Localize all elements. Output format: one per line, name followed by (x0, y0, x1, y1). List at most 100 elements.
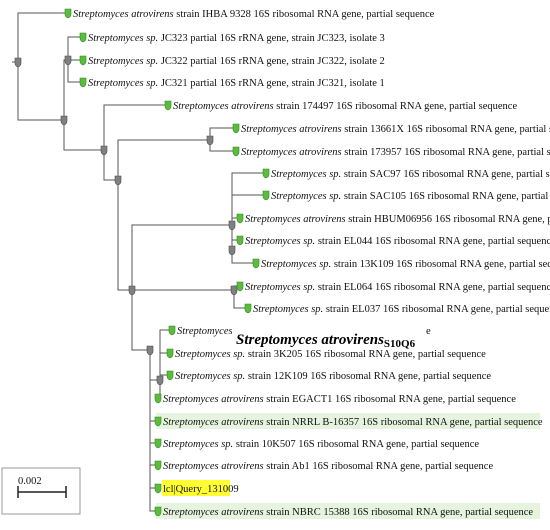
leaf-label-detail: strain IHBA 9328 16S ribosomal RNA gene,… (174, 9, 435, 20)
leaf-label-species: Streptomyces atrovirens (241, 147, 342, 158)
leaf-label-l7: Streptomyces atrovirens strain 173957 16… (241, 147, 550, 158)
branch-a-l1 (17, 12, 68, 62)
internal-node-k (156, 375, 164, 386)
leaf-label-l11: Streptomyces sp. strain EL044 16S riboso… (245, 236, 550, 247)
leaf-label-detail: strain EGACT1 16S ribosomal RNA gene, pa… (264, 394, 517, 405)
leaf-label-l6: Streptomyces atrovirens strain 13661X 16… (241, 124, 550, 135)
scale-bar: 0.002 (1, 467, 81, 515)
row-highlight-l19 (156, 413, 540, 429)
leaf-label-species: Streptomyces sp. (253, 304, 323, 315)
internal-node-g (128, 285, 136, 296)
internal-node-j (230, 285, 238, 296)
overlay-label-species: Streptomyces atrovirens (236, 332, 384, 348)
leaf-label-species: Streptomyces sp. (163, 439, 233, 450)
leaf-node-l20 (154, 438, 162, 449)
leaf-label-detail: strain NRRL B-16357 16S ribosomal RNA ge… (264, 417, 543, 428)
leaf-node-l14 (244, 303, 252, 314)
leaf-label-species: Streptomyces (177, 326, 233, 337)
leaf-label-detail: JC322 partial 16S rRNA gene, strain JC32… (158, 56, 385, 67)
leaf-node-l4 (79, 77, 87, 88)
internal-node-h (228, 220, 236, 231)
leaf-label-detail: strain EL064 16S ribosomal RNA gene, par… (315, 282, 550, 293)
branch-g-m (131, 290, 150, 351)
leaf-label-detail: strain 13661X 16S ribosomal RNA gene, pa… (342, 124, 550, 135)
leaf-label-detail: strain 13K109 16S ribosomal RNA gene, pa… (331, 259, 550, 270)
branch-e-f (117, 139, 210, 180)
leaf-label-species: Streptomyces atrovirens (163, 507, 264, 518)
branch-e-g (117, 180, 132, 291)
leaf-label-species: Streptomyces atrovirens (73, 9, 174, 20)
leaf-label-species: Streptomyces sp. (88, 33, 158, 44)
svg-text:Streptomyces atrovirensS10Q6: Streptomyces atrovirensS10Q6 (236, 332, 416, 350)
leaf-label-species: Streptomyces sp. (175, 371, 245, 382)
leaf-node-l21 (154, 460, 162, 471)
leaf-label-species: Streptomyces atrovirens (163, 417, 264, 428)
leaf-node-l8 (262, 168, 270, 179)
leaf-label-detail: strain 12K109 16S ribosomal RNA gene, pa… (245, 371, 491, 382)
leaf-label-l17: Streptomyces sp. strain 12K109 16S ribos… (175, 371, 491, 382)
leaf-label-detail: JC323 partial 16S rRNA gene, strain JC32… (158, 33, 385, 44)
leaf-label-detail: strain 173957 16S ribosomal RNA gene, pa… (342, 147, 550, 158)
leaf-node-l13 (236, 281, 244, 292)
branch-f-l7 (209, 140, 236, 152)
branch-k-l16 (159, 352, 170, 380)
leaf-label-l23: Streptomyces atrovirens strain NBRC 1538… (163, 507, 533, 518)
leaf-label-species: Streptomyces sp. (261, 259, 331, 270)
leaf-node-l17 (166, 370, 174, 381)
leaf-label-detail: strain Ab1 16S ribosomal RNA gene, parti… (264, 461, 494, 472)
leaf-label-species: Streptomyces sp. (245, 282, 315, 293)
leaf-label-l18: Streptomyces atrovirens strain EGACT1 16… (163, 394, 516, 405)
leaf-label-species: Streptomyces sp. (175, 349, 245, 360)
leaf-label-detail: strain HBUM06956 16S ribosomal RNA gene,… (346, 214, 550, 225)
leaf-label-l22: lcl|Query_131009 (163, 484, 239, 495)
leaf-label-l20: Streptomyces sp. strain 10K507 16S ribos… (163, 439, 479, 450)
branch-a-c (17, 62, 64, 121)
internal-node-b (64, 55, 72, 66)
leaf-label-l12: Streptomyces sp. strain 13K109 16S ribos… (261, 259, 550, 270)
branch-c-b (63, 59, 68, 120)
leaf-node-l18 (154, 393, 162, 404)
leaf-node-l16 (166, 348, 174, 359)
internal-node-e (114, 175, 122, 186)
leaf-label-l19: Streptomyces atrovirens strain NRRL B-16… (163, 417, 543, 428)
branch-c-d (63, 120, 104, 151)
leaf-label-detail: lcl|Query_131009 (163, 484, 239, 495)
leaf-label-detail: strain EL044 16S ribosomal RNA gene, par… (315, 236, 550, 247)
leaf-label-detail: strain SAC105 16S ribosomal RNA gene, pa… (341, 191, 550, 202)
branch-d-l5 (103, 104, 168, 150)
leaf-node-l23 (154, 506, 162, 517)
internal-node-a (14, 57, 22, 68)
leaf-label-detail: strain NBRC 15388 16S ribosomal RNA gene… (264, 507, 534, 518)
leaf-label-species: Streptomyces sp. (88, 78, 158, 89)
leaf-label-l13: Streptomyces sp. strain EL064 16S riboso… (245, 282, 550, 293)
leaf-label-l5: Streptomyces atrovirens strain 174497 16… (173, 101, 517, 112)
scale-bar-label: 0.002 (18, 476, 42, 487)
leaf-label-species: Streptomyces sp. (88, 56, 158, 67)
leaf-node-l19 (154, 416, 162, 427)
overlay-label: Streptomyces atrovirensS10Q6 e (232, 326, 431, 350)
leaf-node-l1 (64, 8, 72, 19)
branch-j-l14 (233, 290, 248, 309)
leaf-label-l3: Streptomyces sp. JC322 partial 16S rRNA … (88, 56, 385, 67)
leaf-label-species: Streptomyces sp. (271, 191, 341, 202)
leaf-label-l9: Streptomyces sp. strain SAC105 16S ribos… (271, 191, 550, 202)
leaf-label-detail: strain 3K205 16S ribosomal RNA gene, par… (245, 349, 486, 360)
internal-node-f (206, 135, 214, 146)
leaf-node-l6 (232, 123, 240, 134)
branch-d-e (103, 150, 118, 181)
internal-node-d (100, 145, 108, 156)
leaf-label-species: Streptomyces sp. (245, 236, 315, 247)
leaf-label-l4: Streptomyces sp. JC321 partial 16S rRNA … (88, 78, 385, 89)
internal-node-c (60, 115, 68, 126)
branch-f-l6 (209, 127, 236, 140)
leaf-label-species: Streptomyces atrovirens (241, 124, 342, 135)
leaf-label-l1: Streptomyces atrovirens strain IHBA 9328… (73, 9, 435, 20)
leaf-label-detail: strain 174497 16S ribosomal RNA gene, pa… (274, 101, 518, 112)
scale-bar-frame (1, 467, 81, 515)
leaf-node-l9 (262, 190, 270, 201)
branch-b-l4 (67, 60, 83, 83)
branch-h-l9 (231, 194, 266, 225)
leaf-label-l16: Streptomyces sp. strain 3K205 16S riboso… (175, 349, 486, 360)
query-highlight (162, 480, 230, 496)
